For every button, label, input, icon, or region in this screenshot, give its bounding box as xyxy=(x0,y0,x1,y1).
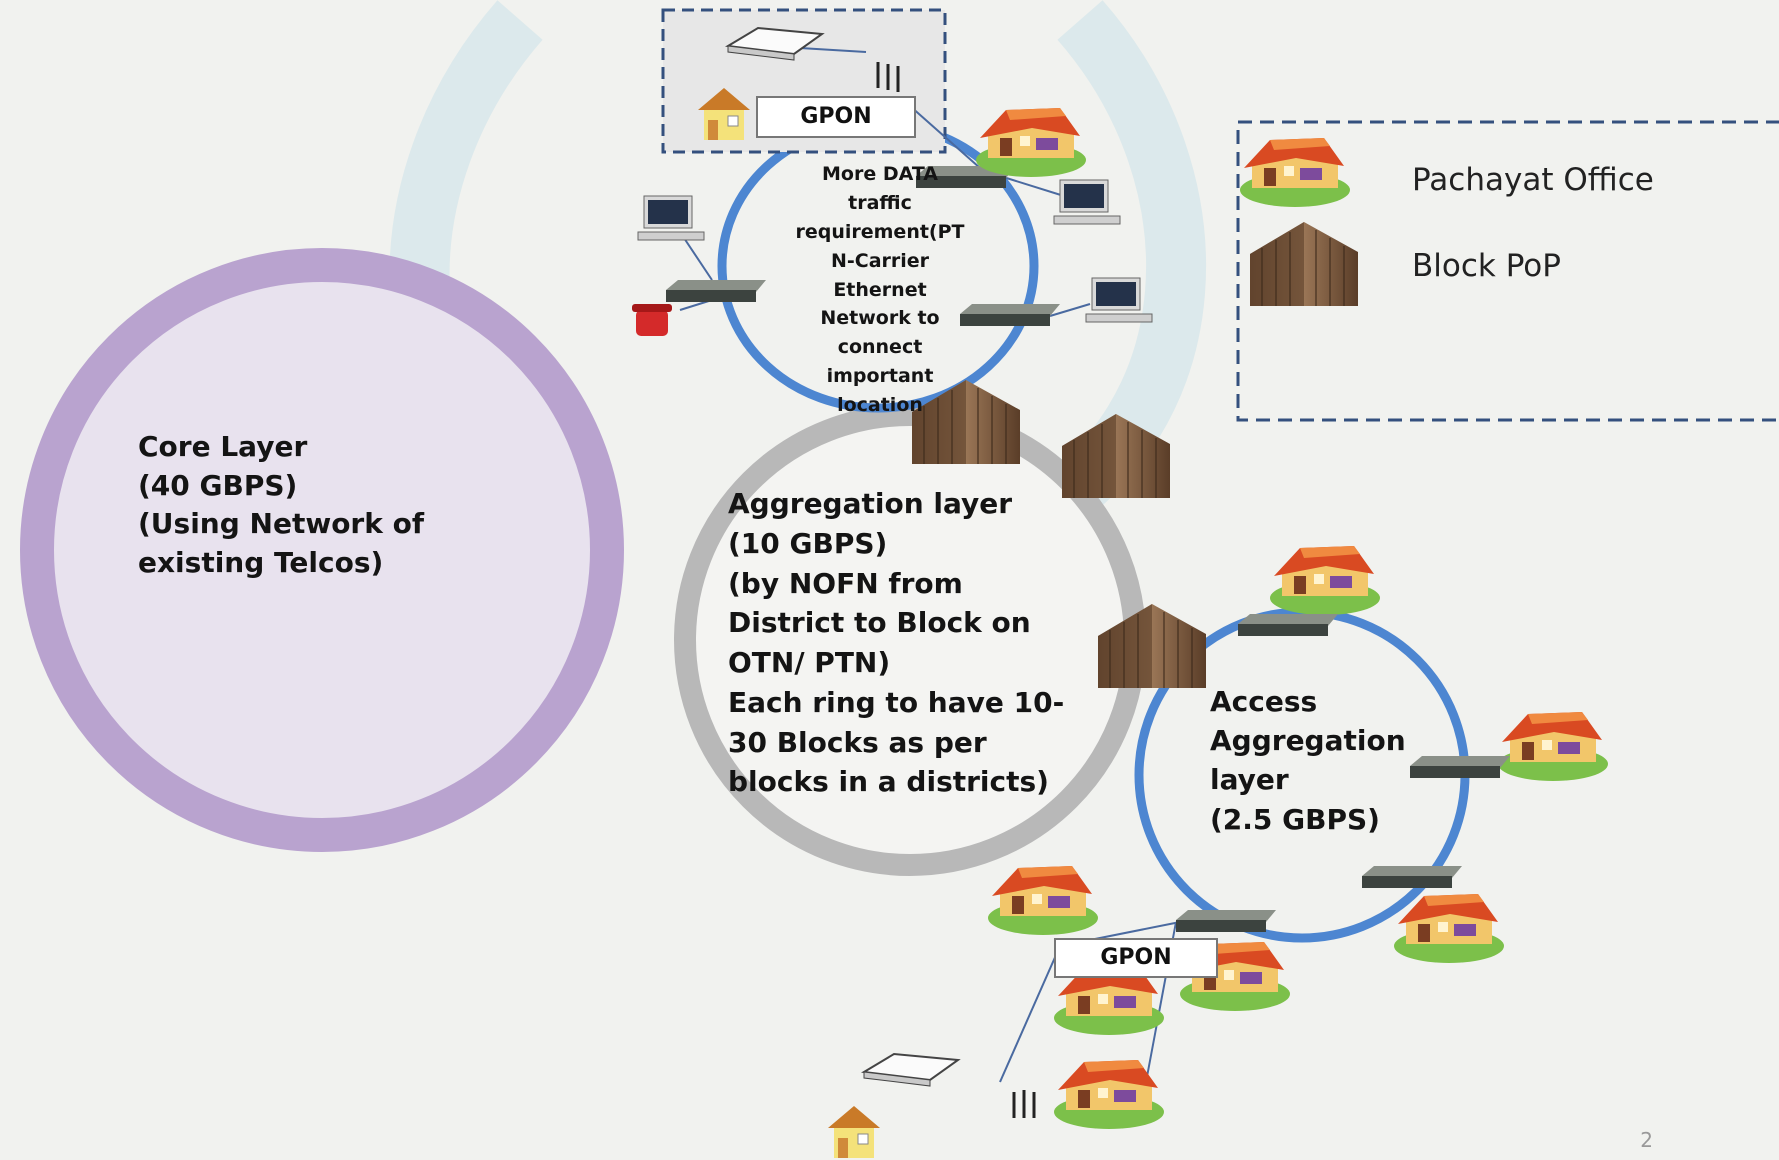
telephone-icon xyxy=(632,304,672,336)
panchayat-office-icon xyxy=(1270,546,1380,615)
aggregation-layer-label: Aggregation layer (10 GBPS) (by NOFN fro… xyxy=(728,487,1065,799)
home-icon xyxy=(827,1105,881,1159)
core-layer-label: Core Layer (40 GBPS) (Using Network of e… xyxy=(138,430,425,579)
panchayat-office-icon xyxy=(1498,712,1608,781)
ethernet-switch xyxy=(666,280,766,302)
ethernet-switch xyxy=(1238,614,1338,636)
data-ring-label: More DATA traffic requirement(PT N-Carri… xyxy=(795,163,965,416)
gpon-top-label: GPON xyxy=(756,96,916,138)
gpon-bottom-label: GPON xyxy=(1054,938,1218,978)
panchayat-office-icon xyxy=(1394,894,1504,963)
ethernet-switch xyxy=(1362,866,1462,888)
pc-icon xyxy=(1085,277,1153,323)
page-number: 2 xyxy=(1640,1128,1653,1152)
gpon-modem xyxy=(863,1053,959,1087)
pc-icon xyxy=(637,195,705,241)
panchayat-office-icon xyxy=(976,108,1086,177)
pc-icon xyxy=(1053,179,1121,225)
access-aggregation-label: Access Aggregation layer (2.5 GBPS) xyxy=(1210,685,1406,836)
legend-panchayat-label: Pachayat Office xyxy=(1412,162,1654,198)
core-layer-ring xyxy=(20,248,624,852)
panchayat-office-icon xyxy=(988,866,1098,935)
legend-block-pop-label: Block PoP xyxy=(1412,248,1561,284)
ethernet-switch xyxy=(1410,756,1510,778)
antenna-icon xyxy=(1012,1090,1036,1118)
ethernet-switch xyxy=(1176,910,1276,932)
antenna-icon xyxy=(876,62,900,92)
